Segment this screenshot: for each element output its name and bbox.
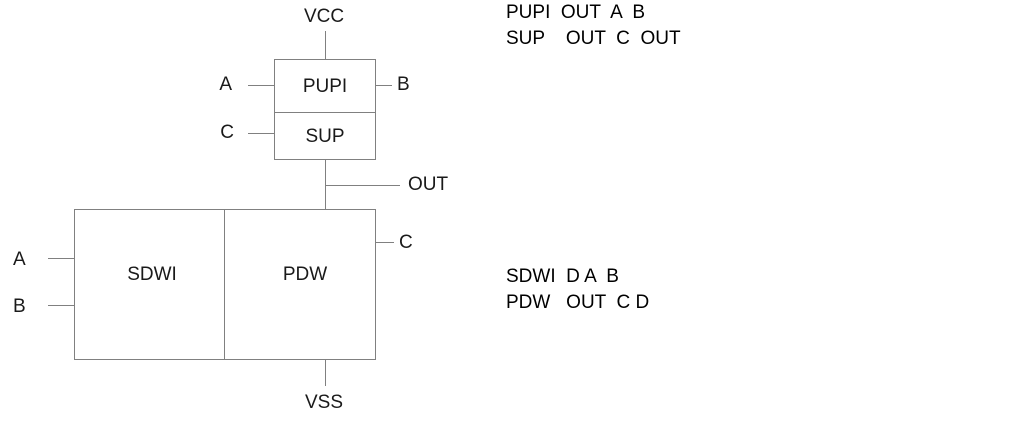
pin-label-vcc: VCC <box>304 6 344 27</box>
pin-label-lower-in-b: B <box>13 296 26 317</box>
netlist-bottom-line-2: PDW OUT C D <box>506 292 649 313</box>
block-label-sup: SUP <box>305 126 344 147</box>
pin-label-upper-in-c: C <box>220 122 234 143</box>
netlist-top-line-2: SUP OUT C OUT <box>506 28 681 49</box>
pin-label-upper-in-a: A <box>219 74 232 95</box>
pin-label-lower-in-a: A <box>13 249 26 270</box>
netlist-top-line-1: PUPI OUT A B <box>506 2 645 23</box>
netlist-bottom-line-1: SDWI D A B <box>506 266 619 287</box>
block-label-pupi: PUPI <box>303 76 347 97</box>
pin-label-lower-out-c: C <box>399 232 413 253</box>
block-label-pdw: PDW <box>283 264 327 285</box>
block-label-sdwi: SDWI <box>127 264 177 285</box>
pin-label-upper-out-b: B <box>397 74 410 95</box>
pin-label-vss: VSS <box>305 392 343 413</box>
pin-label-out: OUT <box>408 174 449 195</box>
